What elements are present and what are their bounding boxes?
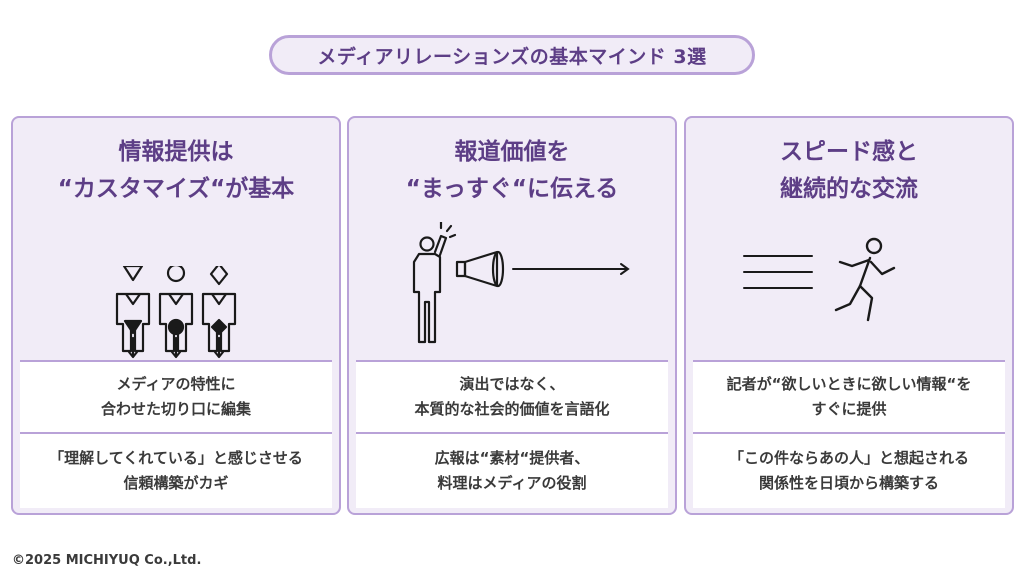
page-title: メディアリレーションズの基本マインド 3選 xyxy=(269,35,755,75)
person-megaphone-icon xyxy=(412,222,505,344)
card-speed: スピード感と 継続的な交流 記者が“欲しいときに欲しい情報“を すぐに提供 「こ… xyxy=(684,116,1014,515)
card-point-1: 記者が“欲しいときに欲しい情報“を すぐに提供 xyxy=(693,360,1005,432)
card-heading: 報道価値を “まっすぐ“に伝える xyxy=(405,139,619,202)
card-heading: スピード感と 継続的な交流 xyxy=(780,139,918,202)
speed-lines-icon xyxy=(743,255,813,289)
card-heading: 情報提供は “カスタマイズ“が基本 xyxy=(57,139,295,202)
card-point-1: メディアの特性に 合わせた切り口に編集 xyxy=(20,360,332,432)
people-icons xyxy=(115,266,237,353)
card-point-2: 広報は“素材“提供者、 料理はメディアの役割 xyxy=(356,432,668,508)
copyright-text: ©2025 MICHIYUQ Co.,Ltd. xyxy=(12,553,202,568)
card-point-2: 「この件ならあの人」と想起される 関係性を日頃から構築する xyxy=(693,432,1005,508)
card-point-1: 演出ではなく、 本質的な社会的価値を言語化 xyxy=(356,360,668,432)
card-customize: 情報提供は “カスタマイズ“が基本 xyxy=(11,116,341,515)
arrow-right-icon xyxy=(512,263,630,275)
card-point-2: 「理解してくれている」と感じさせる 信頼構築がカギ xyxy=(20,432,332,508)
card-news-value: 報道価値を “まっすぐ“に伝える 演出ではなく、 本質的な社会的価値を言語化 xyxy=(347,116,677,515)
running-person-icon xyxy=(834,237,896,322)
